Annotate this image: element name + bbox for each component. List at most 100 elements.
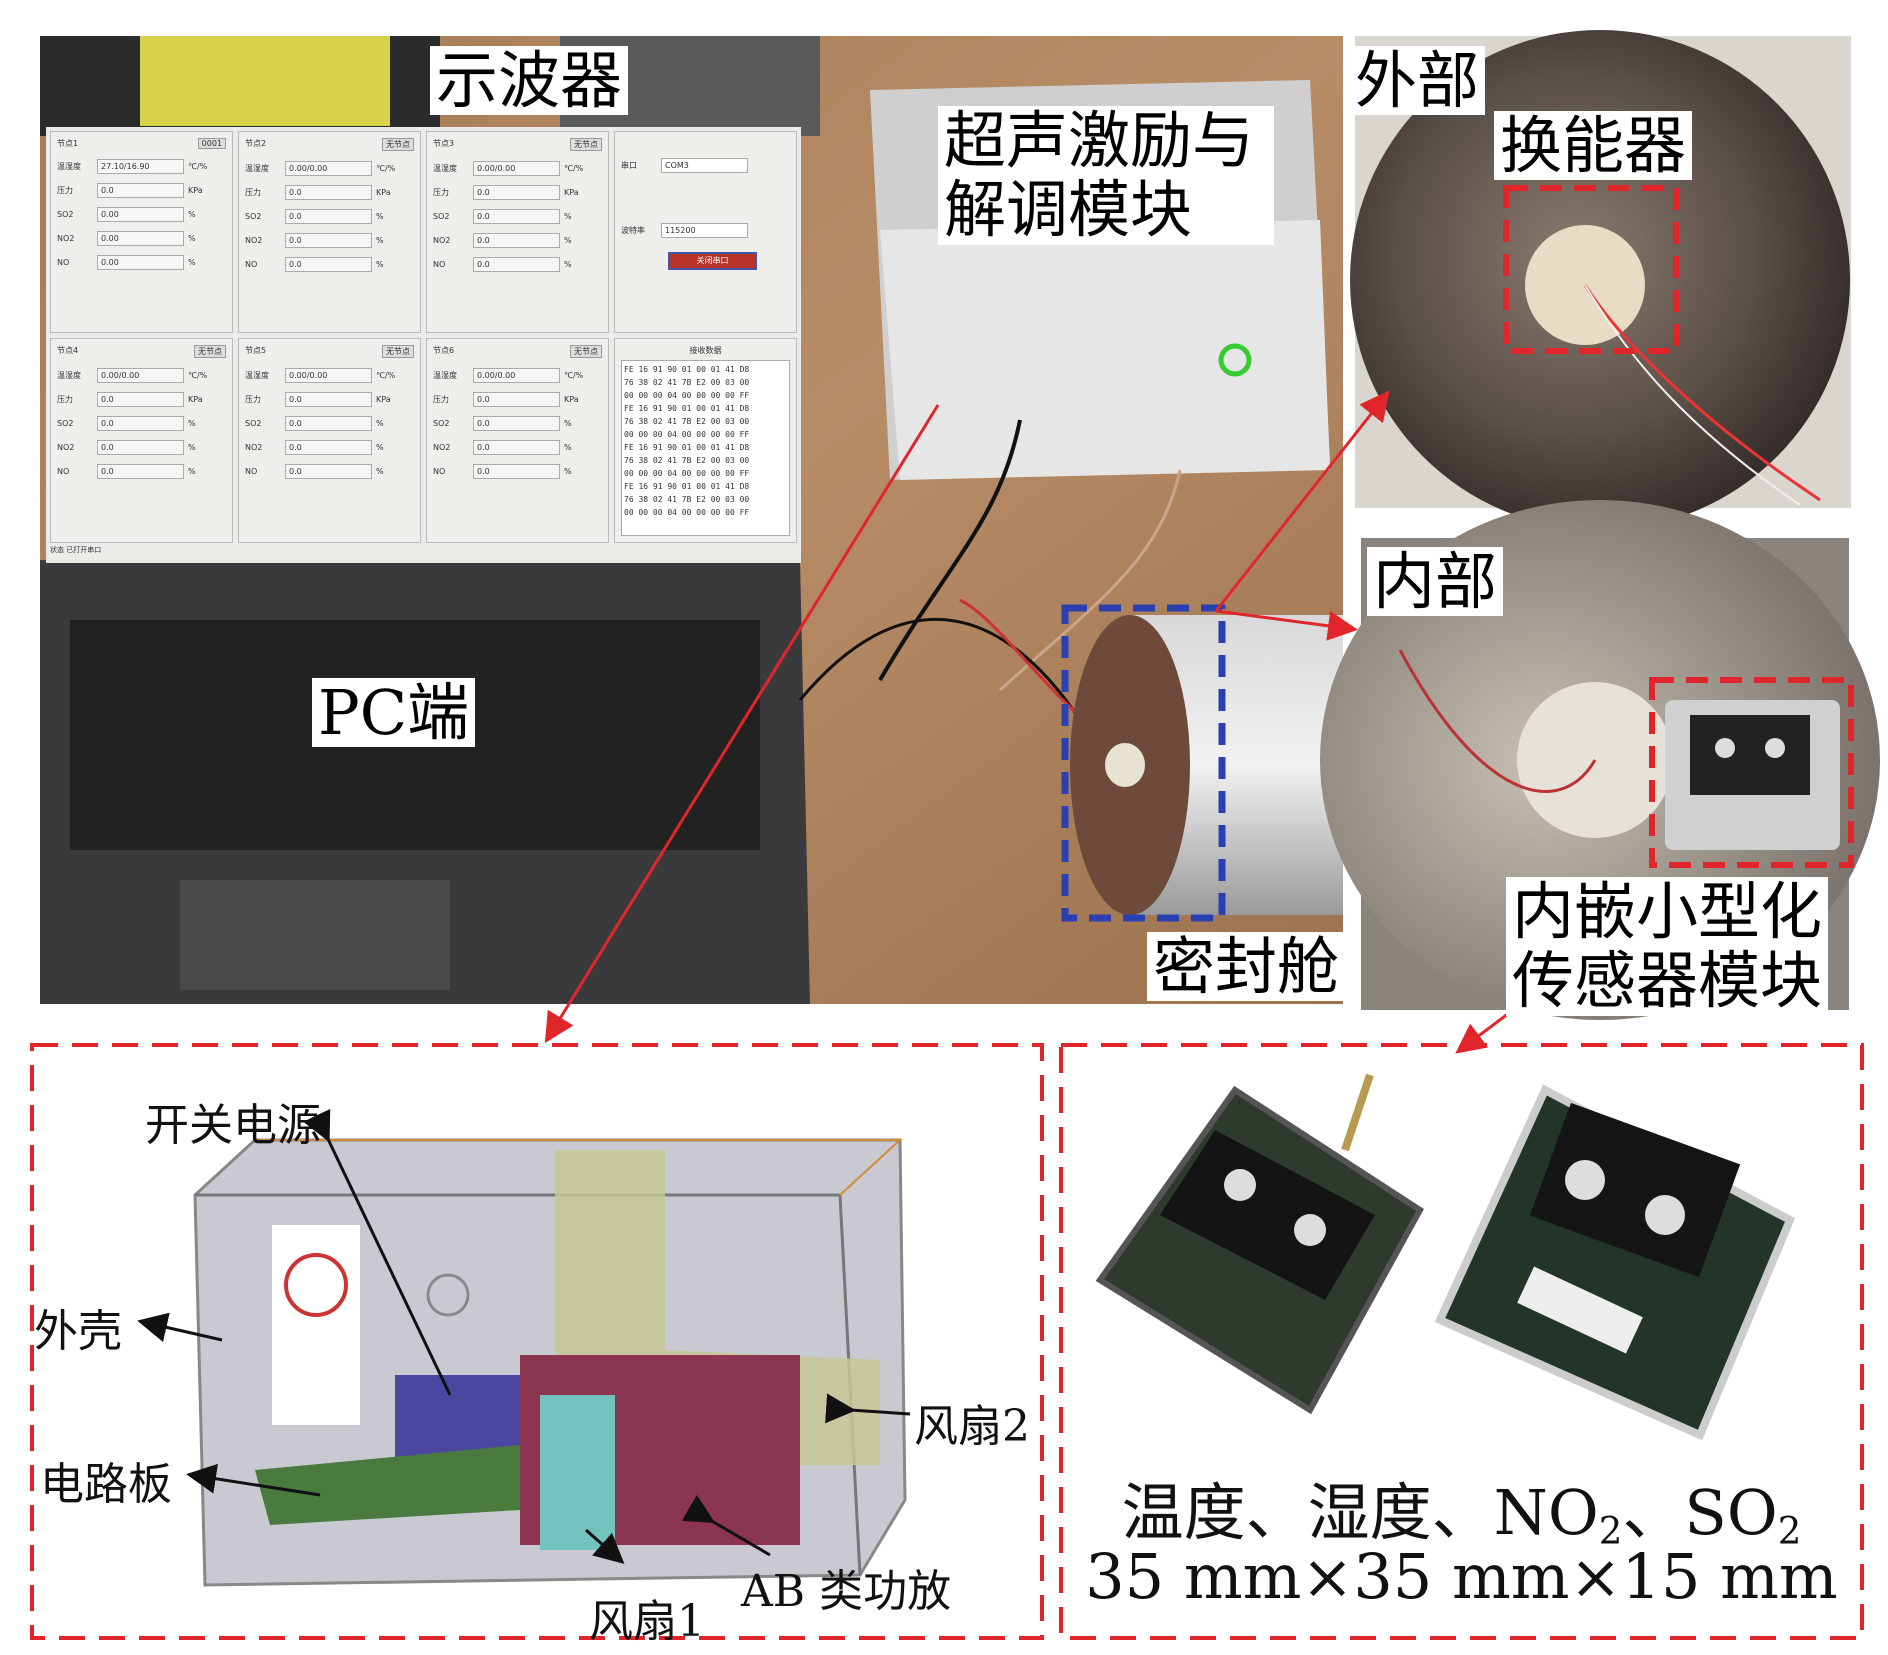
field-value[interactable]: 0.0 — [473, 185, 560, 200]
field-value[interactable]: 0.0 — [473, 233, 560, 248]
field-value[interactable]: 0.0 — [285, 464, 372, 479]
field-label: NO2 — [57, 443, 75, 452]
field-unit: KPa — [376, 188, 391, 197]
field-value[interactable]: 0.00 — [97, 207, 184, 222]
receive-data-textarea[interactable]: FE 16 91 90 01 00 01 41 D8 76 38 02 41 7… — [621, 360, 790, 536]
field-label: NO — [433, 260, 446, 269]
field-value[interactable]: 0.0 — [473, 464, 560, 479]
sensor-measurands: 温度、湿度、NO2、SO2 — [1061, 1462, 1862, 1552]
field-value[interactable]: 0.0 — [473, 392, 560, 407]
serial-port-select[interactable]: COM3 — [661, 158, 748, 173]
field-label: NO2 — [433, 443, 451, 452]
field-value[interactable]: 0.00/0.00 — [97, 368, 184, 383]
baud-rate-label: 波特率 — [621, 226, 645, 235]
label-inside: 内部 — [1367, 547, 1504, 616]
field-unit: KPa — [188, 186, 203, 195]
label-line: 解调模块 — [944, 173, 1193, 247]
node-badge[interactable]: 无节点 — [570, 138, 602, 151]
enclosure-panel — [30, 1043, 1044, 1640]
sensor-panel — [1059, 1043, 1864, 1640]
field-value[interactable]: 0.0 — [97, 464, 184, 479]
node-badge[interactable]: 无节点 — [382, 345, 414, 358]
field-value[interactable]: 0.00 — [97, 255, 184, 270]
field-unit: % — [188, 258, 196, 267]
field-value[interactable]: 0.0 — [97, 440, 184, 455]
baud-rate-select[interactable]: 115200 — [661, 223, 748, 238]
field-value[interactable]: 0.00/0.00 — [285, 368, 372, 383]
field-unit: % — [188, 419, 196, 428]
arrow-to-inside — [1215, 609, 1358, 641]
subscript: 2 — [1777, 1508, 1802, 1553]
field-label: SO2 — [57, 419, 74, 428]
field-value[interactable]: 0.0 — [473, 209, 560, 224]
field-unit: % — [376, 236, 384, 245]
field-label: NO2 — [433, 236, 451, 245]
field-label: 温湿度 — [245, 371, 269, 380]
field-value[interactable]: 0.0 — [473, 416, 560, 431]
field-value[interactable]: 27.10/16.90 — [97, 159, 184, 174]
field-value[interactable]: 0.0 — [97, 416, 184, 431]
node-badge[interactable]: 无节点 — [382, 138, 414, 151]
field-unit: KPa — [188, 395, 203, 404]
field-unit: KPa — [564, 395, 579, 404]
field-label: 压力 — [433, 395, 449, 404]
field-value[interactable]: 0.0 — [473, 440, 560, 455]
label-line: 内嵌小型化 — [1512, 875, 1823, 948]
label-switch-power: 开关电源 — [145, 1100, 321, 1151]
field-unit: % — [376, 260, 384, 269]
field-value[interactable]: 0.0 — [285, 185, 372, 200]
measurand-text: 、SO — [1622, 1476, 1778, 1549]
arrow-to-enclosure — [544, 404, 940, 1044]
field-unit: % — [188, 234, 196, 243]
circuit-board-model — [255, 1445, 520, 1525]
label-fan2: 风扇2 — [914, 1401, 1030, 1452]
field-label: SO2 — [433, 212, 450, 221]
node-badge[interactable]: 无节点 — [194, 345, 226, 358]
field-label: NO — [433, 467, 446, 476]
field-unit: % — [564, 467, 572, 476]
field-unit: % — [188, 467, 196, 476]
field-value[interactable]: 0.00/0.00 — [285, 161, 372, 176]
field-label: 压力 — [245, 188, 261, 197]
field-unit: % — [376, 443, 384, 452]
field-value[interactable]: 0.0 — [285, 233, 372, 248]
close-serial-button[interactable]: 关闭串口 — [668, 252, 757, 270]
field-value[interactable]: 0.00/0.00 — [473, 161, 560, 176]
field-value[interactable]: 0.00 — [97, 231, 184, 246]
field-value[interactable]: 0.0 — [285, 257, 372, 272]
field-value[interactable]: 0.0 — [97, 392, 184, 407]
field-value[interactable]: 0.0 — [97, 183, 184, 198]
field-value[interactable]: 0.0 — [285, 392, 372, 407]
field-unit: KPa — [376, 395, 391, 404]
node-title: 节点4 — [57, 346, 79, 355]
label-outside: 外部 — [1349, 46, 1486, 115]
label-line: 传感器模块 — [1512, 944, 1823, 1018]
field-value[interactable]: 0.0 — [285, 440, 372, 455]
label-embedded-sensor: 内嵌小型化 传感器模块 — [1506, 875, 1829, 1018]
field-label: NO2 — [57, 234, 75, 243]
arrow-to-outside — [1214, 390, 1390, 612]
field-unit: % — [188, 443, 196, 452]
label-oscilloscope: 示波器 — [430, 46, 629, 115]
arrow-circuit-board — [186, 1463, 321, 1497]
field-value[interactable]: 0.0 — [285, 416, 372, 431]
node-badge[interactable]: 无节点 — [570, 345, 602, 358]
node-title: 节点5 — [245, 346, 267, 355]
field-unit: % — [376, 419, 384, 428]
field-value[interactable]: 0.00/0.00 — [473, 368, 560, 383]
field-unit: % — [564, 212, 572, 221]
field-value[interactable]: 0.0 — [473, 257, 560, 272]
arrow-fan2 — [825, 1393, 911, 1424]
measurand-text: 温度、湿度、NO — [1121, 1476, 1599, 1549]
node-badge[interactable]: 0001 — [197, 138, 226, 149]
field-unit: % — [376, 467, 384, 476]
field-value[interactable]: 0.0 — [285, 209, 372, 224]
field-label: 温湿度 — [57, 371, 81, 380]
